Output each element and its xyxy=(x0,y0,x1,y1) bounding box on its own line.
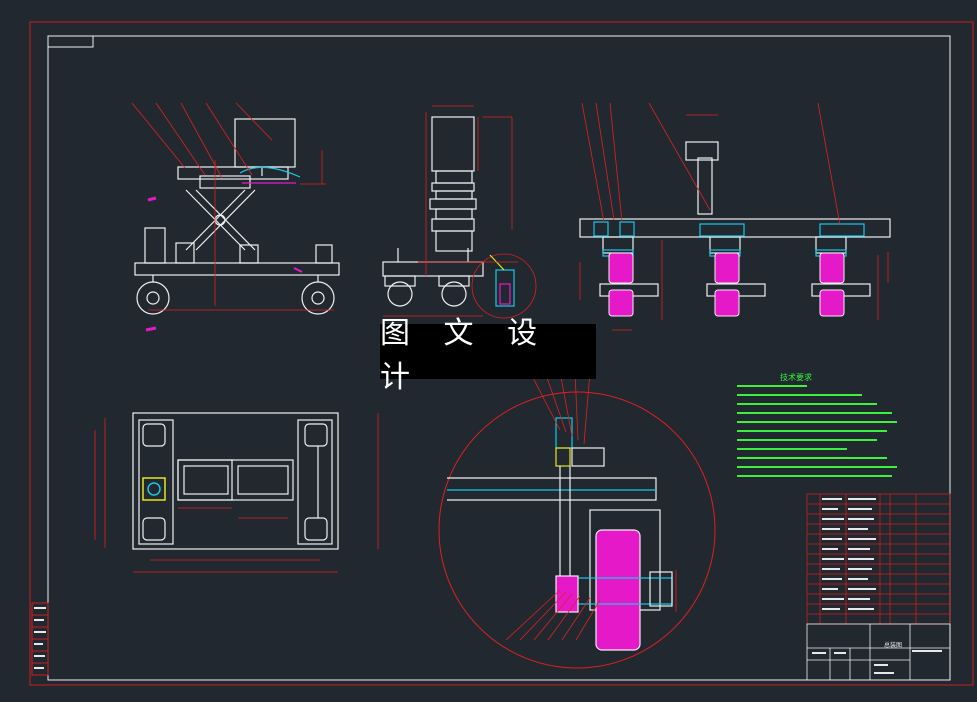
left-margin-stamp xyxy=(31,602,49,676)
plan-view xyxy=(132,412,339,550)
detail-view xyxy=(447,417,673,651)
side-view-dimensions xyxy=(131,102,334,311)
outer-border xyxy=(29,21,974,686)
parts-list-table xyxy=(806,493,951,625)
wheel-assembly-cyan-parts xyxy=(593,221,865,257)
title-block xyxy=(806,623,951,681)
title-block-name: 总装图 xyxy=(884,642,903,649)
wheel-assembly-wheels xyxy=(608,252,845,317)
parts-list-text xyxy=(822,498,876,610)
front-elevation-view xyxy=(382,116,484,307)
front-view-detail xyxy=(471,253,537,319)
wheel-assembly-dimensions xyxy=(579,102,889,331)
left-margin-stamp-text xyxy=(34,607,46,669)
wheel-assembly-view xyxy=(579,141,891,297)
plan-view-dimensions xyxy=(94,413,379,573)
side-view-colored-parts xyxy=(145,166,303,332)
side-elevation-view xyxy=(134,118,340,315)
corner-tag-box xyxy=(47,35,94,48)
plan-view-colored-parts xyxy=(142,477,166,501)
detail-circle xyxy=(438,391,716,669)
technical-notes xyxy=(737,385,897,477)
drawing-frame xyxy=(47,35,951,681)
technical-notes-title: 技术要求 xyxy=(780,373,812,382)
title-block-text xyxy=(812,650,942,674)
detail-view-leaders xyxy=(505,371,677,641)
front-view-dimensions xyxy=(383,105,518,317)
watermark-label: 图 文 设 计 xyxy=(380,316,596,395)
